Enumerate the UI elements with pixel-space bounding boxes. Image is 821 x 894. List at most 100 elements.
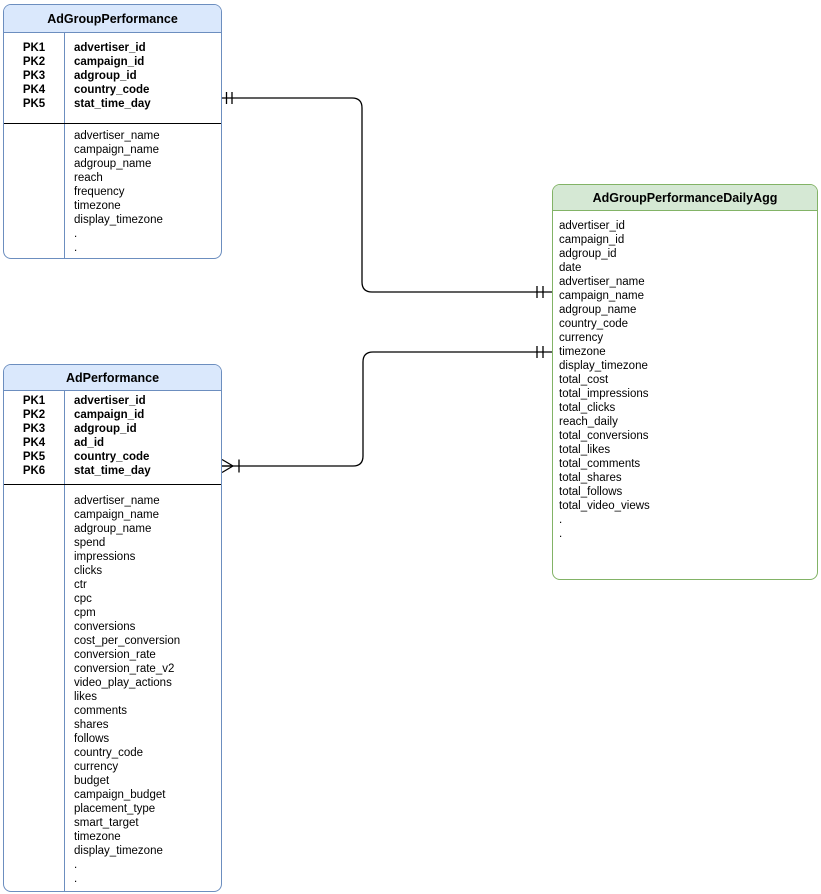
field-name: reach (74, 172, 103, 184)
field-name: spend (74, 537, 106, 549)
field-name: total_follows (559, 486, 623, 498)
field-name: adgroup_name (74, 523, 152, 535)
field-name: . (74, 228, 78, 240)
field-name: reach_daily (559, 416, 618, 428)
field-name: cpm (74, 607, 96, 619)
field-name: timezone (74, 200, 121, 212)
field-name: budget (74, 775, 110, 787)
field-name: . (74, 859, 78, 871)
field-name: impressions (74, 551, 136, 563)
field-name: total_clicks (559, 402, 616, 414)
field-name: adgroup_id (559, 248, 617, 260)
field-name: campaign_name (559, 290, 645, 302)
field-name: timezone (74, 831, 121, 843)
pk-key: PK3 (22, 70, 46, 82)
pk-field: campaign_id (74, 409, 145, 421)
pk-field: adgroup_id (74, 70, 137, 82)
pk-key: PK1 (22, 395, 46, 407)
field-name: shares (74, 719, 109, 731)
pk-field: country_code (74, 451, 150, 463)
fields-section: advertiser_name campaign_name adgroup_name… (4, 485, 221, 891)
field-name: clicks (74, 565, 103, 577)
pk-field: country_code (74, 84, 150, 96)
entity-table-adgroupperformancedailyagg[interactable]: AdGroupPerformanceDailyAgg advertiser_id… (552, 184, 818, 580)
cardinality-one-marker (536, 346, 544, 358)
relationship-line-adgroupperformance-to-dailyagg[interactable] (222, 97, 552, 293)
field-name: ctr (74, 579, 87, 591)
field-name: advertiser_name (559, 276, 645, 288)
field-name: display_timezone (74, 845, 163, 857)
field-name: date (559, 262, 582, 274)
pk-key: PK2 (22, 409, 46, 421)
empty-key-column (4, 124, 65, 258)
cardinality-one-marker (225, 92, 233, 104)
field-name: . (559, 528, 563, 540)
field-name: follows (74, 733, 110, 745)
pk-key: PK5 (22, 451, 46, 463)
field-name: total_video_views (559, 500, 650, 512)
pk-field: adgroup_id (74, 423, 137, 435)
field-name: display_timezone (74, 214, 163, 226)
field-name: advertiser_name (74, 130, 160, 142)
field-column: advertiser_name campaign_name adgroup_name… (65, 124, 221, 258)
table-title-adperformance: AdPerformance (4, 365, 221, 391)
field-name: total_conversions (559, 430, 649, 442)
field-name: total_cost (559, 374, 609, 386)
pk-field: stat_time_day (74, 98, 151, 110)
field-name: campaign_name (74, 144, 160, 156)
field-name: country_code (559, 318, 629, 330)
pk-key: PK6 (22, 465, 46, 477)
pk-field: campaign_id (74, 56, 145, 68)
field-name: adgroup_name (74, 158, 152, 170)
field-name: adgroup_name (559, 304, 637, 316)
field-name: currency (74, 761, 119, 773)
table-title-adgroupperformance: AdGroupPerformance (4, 5, 221, 33)
relationship-line-adperformance-to-dailyagg[interactable] (222, 351, 552, 467)
field-column: advertiser_name campaign_name adgroup_name… (65, 485, 221, 891)
pk-key: PK5 (22, 98, 46, 110)
field-name: . (74, 873, 78, 885)
field-name: total_likes (559, 444, 611, 456)
field-name: campaign_name (74, 509, 160, 521)
field-name: frequency (74, 186, 125, 198)
field-name: video_play_actions (74, 677, 172, 689)
section-divider (4, 123, 221, 124)
field-name: timezone (559, 346, 606, 358)
pk-key: PK4 (22, 84, 46, 96)
pk-field: ad_id (74, 437, 105, 449)
field-name: placement_type (74, 803, 156, 815)
field-name: total_impressions (559, 388, 649, 400)
field-name: advertiser_id (559, 220, 625, 232)
field-name: country_code (74, 747, 144, 759)
field-name: smart_target (74, 817, 139, 829)
pk-key: PK3 (22, 423, 46, 435)
field-name: cost_per_conversion (74, 635, 181, 647)
field-name: campaign_id (559, 234, 625, 246)
pk-key: PK4 (22, 437, 46, 449)
field-name: conversion_rate_v2 (74, 663, 175, 675)
section-divider (4, 484, 221, 485)
field-name: . (559, 514, 563, 526)
field-name: display_timezone (559, 360, 648, 372)
field-name: . (74, 242, 78, 254)
pk-key: PK2 (22, 56, 46, 68)
pk-field: advertiser_id (74, 42, 146, 54)
field-name: campaign_budget (74, 789, 166, 801)
field-name: likes (74, 691, 98, 703)
field-name: total_shares (559, 472, 622, 484)
field-name: currency (559, 332, 604, 344)
crow-foot-many-marker (221, 458, 240, 474)
pk-field: stat_time_day (74, 465, 151, 477)
field-name: advertiser_name (74, 495, 160, 507)
empty-key-column (4, 485, 65, 891)
